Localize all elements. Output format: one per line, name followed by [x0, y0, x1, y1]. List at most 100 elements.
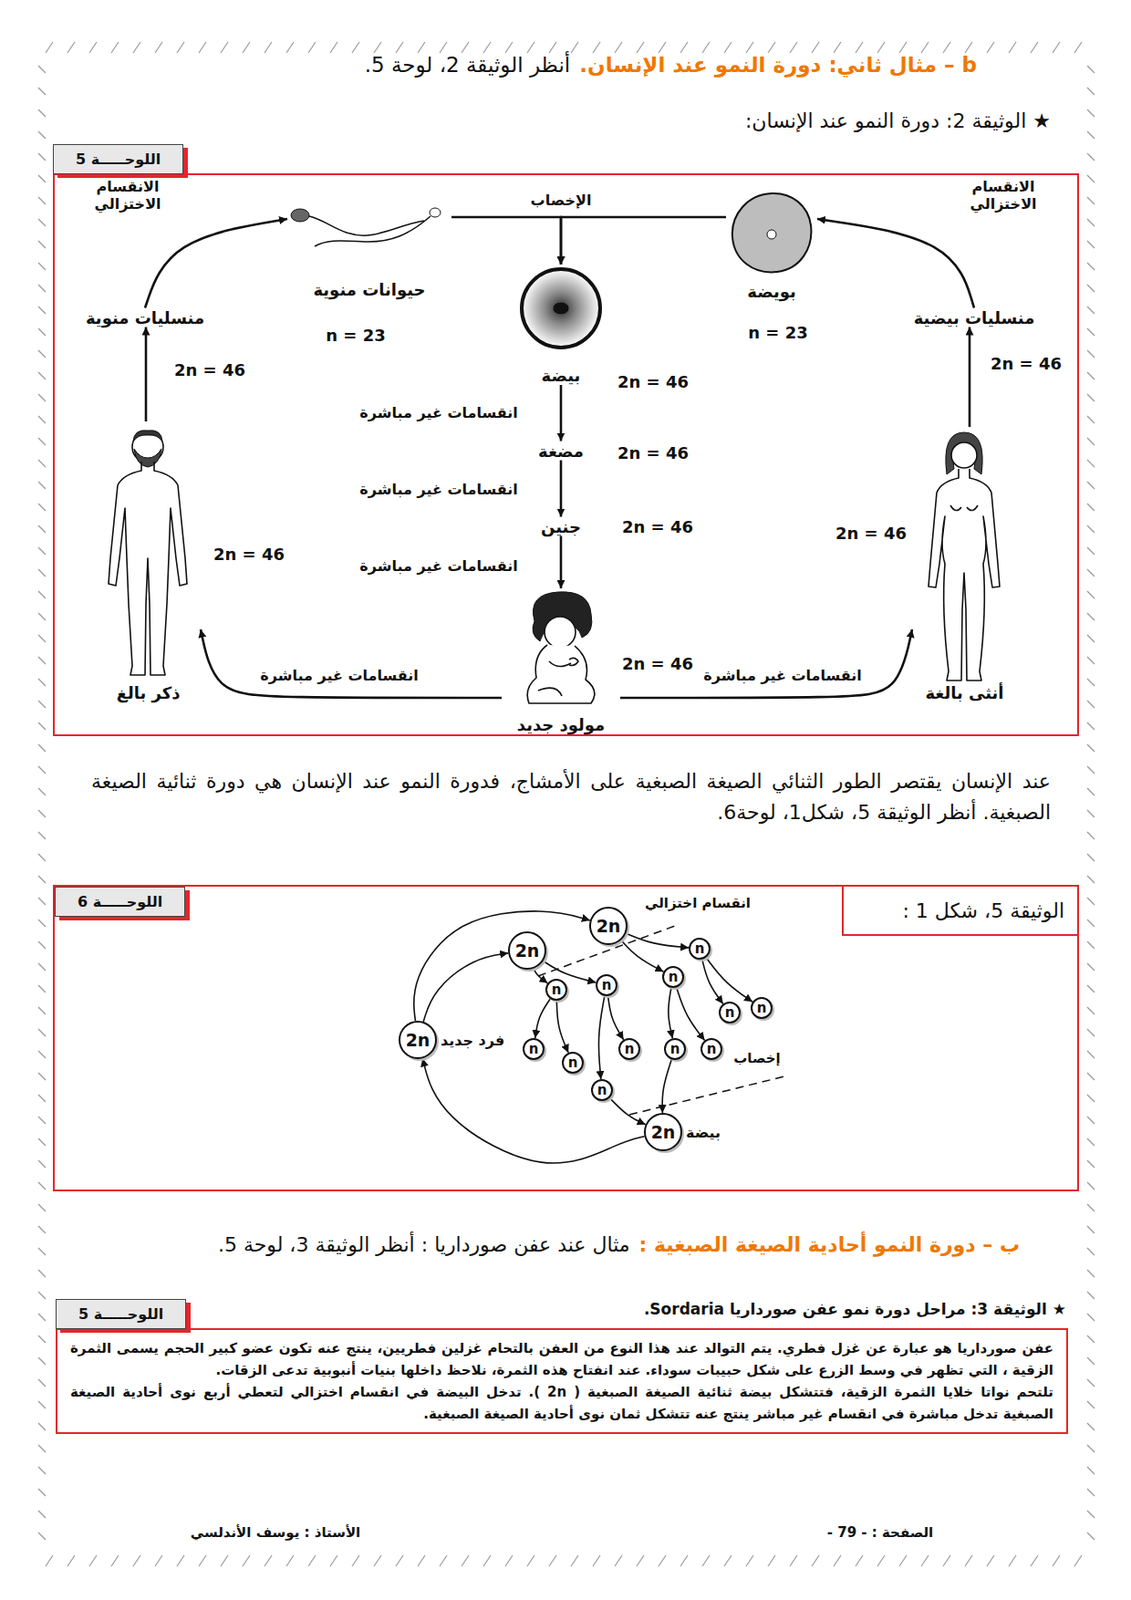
cell-circle: n: [688, 937, 711, 960]
stage-label: بيضة: [685, 1123, 721, 1142]
border-tick: [505, 1555, 513, 1567]
border-tick: [1087, 306, 1095, 314]
text-panel: اللوحـــــة 5★ الوثيقة 3: مراحل دورة نمو…: [55, 1328, 1069, 1434]
border-tick: [1087, 415, 1095, 424]
arrow-connector: [968, 327, 972, 428]
border-tick: [505, 41, 513, 53]
border-tick: [1087, 875, 1095, 883]
arrow-connector: [145, 327, 148, 423]
border-tick: [38, 1072, 46, 1080]
cell-circle: n: [591, 1079, 613, 1101]
border-tick: [38, 306, 46, 314]
border-tick: [38, 1094, 46, 1102]
ploidy-label: 2n = 46: [988, 353, 1064, 374]
figure-stroke: [950, 505, 962, 511]
border-tick: [417, 1555, 426, 1567]
border-tick: [1087, 328, 1095, 336]
edge-label: الانقسام الاختزالي: [954, 177, 1052, 213]
border-tick: [38, 941, 46, 949]
fertilization-boundary: [629, 1076, 785, 1115]
edge-label: انقسامات غير مباشرة: [356, 404, 520, 422]
border-tick: [1087, 766, 1095, 774]
adult-female-figure: أنثى بالغة: [912, 426, 1017, 703]
border-tick: [373, 1555, 382, 1567]
body-paragraph: عند الإنسان يقتصر الطور الثنائي الصيغة ا…: [91, 766, 1051, 829]
border-tick: [220, 41, 229, 53]
ploidy-label: 2n: [515, 940, 540, 961]
border-tick: [89, 1555, 97, 1567]
border-tick: [38, 591, 46, 599]
border-tick: [1087, 1247, 1095, 1256]
stage-label: منسليات منوية: [85, 308, 205, 328]
border-tick: [38, 87, 46, 95]
border-tick: [1087, 218, 1095, 227]
border-tick: [38, 897, 46, 905]
border-tick: [176, 1555, 185, 1567]
border-tick: [767, 1555, 776, 1567]
border-tick: [1087, 1357, 1095, 1365]
border-tick: [570, 1555, 579, 1567]
border-tick: [38, 109, 46, 117]
adult-female-figure-drawing: [912, 426, 1017, 703]
stage-label: مولود جديد: [501, 715, 621, 735]
border-tick: [38, 1444, 46, 1453]
border-tick: [38, 1488, 46, 1496]
border-tick: [1087, 372, 1095, 380]
arrow-connector: [145, 218, 288, 309]
arrow-connector: [560, 384, 563, 442]
edge-label: الإخصاب: [528, 191, 595, 209]
cell-circle: n: [664, 1037, 686, 1060]
border-tick: [1087, 788, 1095, 796]
border-tick: [943, 41, 951, 53]
arrow-connector: [598, 996, 604, 1080]
border-tick: [38, 985, 46, 993]
arrow-connector: [560, 536, 563, 590]
border-tick: [1087, 941, 1095, 949]
arrow-connector: [533, 968, 548, 984]
figure-stroke: [527, 644, 595, 704]
adult-male-figure-drawing: [95, 421, 201, 703]
border-tick: [592, 1555, 601, 1567]
border-tick: [286, 41, 294, 53]
border-tick: [1087, 1532, 1095, 1540]
ploidy-label: n = 23: [323, 325, 387, 345]
adult-male-figure: ذكر بالغ: [95, 421, 201, 703]
border-tick: [1087, 394, 1095, 402]
figure-stroke: [732, 193, 812, 272]
border-tick: [286, 1555, 294, 1567]
ovum-nucleus: [767, 229, 777, 239]
border-tick: [1087, 240, 1095, 249]
figure-stroke: [549, 661, 571, 667]
border-tick: [1087, 1050, 1095, 1059]
border-tick: [833, 41, 841, 53]
border-tick: [38, 1116, 46, 1124]
border-tick: [1087, 591, 1095, 599]
border-tick: [1087, 1006, 1095, 1015]
stage-label: جنين: [540, 517, 582, 537]
border-tick: [1087, 547, 1095, 555]
ploidy-label: n: [597, 1081, 608, 1099]
border-tick: [1087, 262, 1095, 270]
border-tick: [38, 547, 46, 555]
border-tick: [308, 1555, 316, 1567]
border-tick: [38, 722, 46, 730]
border-tick: [38, 1532, 46, 1540]
border-tick: [38, 1357, 46, 1365]
arrow-connector: [705, 957, 753, 1003]
border-tick: [38, 744, 46, 752]
border-tick: [1087, 722, 1095, 730]
border-tick: [636, 1555, 644, 1567]
ploidy-label: 2n = 46: [620, 653, 696, 674]
border-tick: [38, 218, 46, 227]
ploidy-label: n: [551, 981, 562, 998]
arrow-connector: [423, 953, 509, 1022]
arrow-connector: [817, 218, 975, 309]
border-tick: [373, 41, 382, 53]
border-tick: [1087, 809, 1095, 818]
border-tick: [439, 41, 447, 53]
border-tick: [549, 1555, 557, 1567]
sperm-head: [290, 208, 310, 222]
border-tick: [877, 41, 885, 53]
border-tick: [1087, 1422, 1095, 1431]
